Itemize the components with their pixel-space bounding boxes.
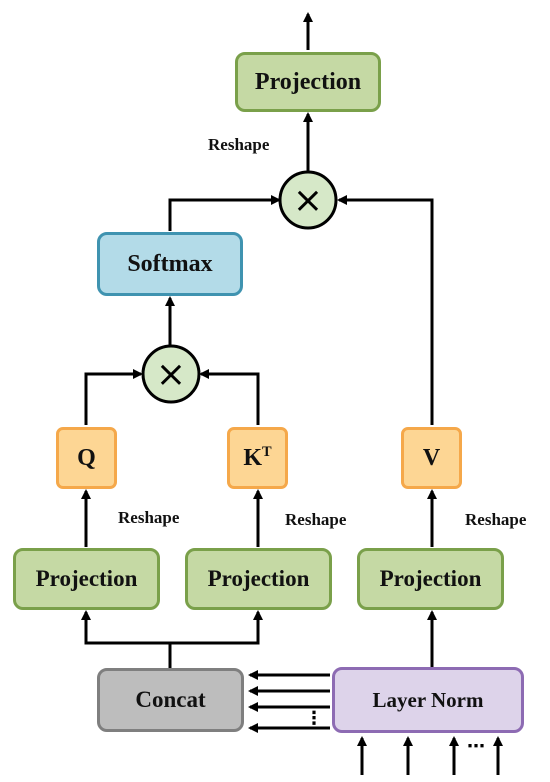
concat-dots: ⋮ [305, 708, 323, 729]
input-dots: ⋯ [467, 736, 485, 757]
projection-q-box: Projection [13, 548, 160, 610]
k-transpose-box: KT [227, 427, 288, 489]
concat-box: Concat [97, 668, 244, 732]
concat-label: Concat [135, 687, 206, 712]
softmax-box: Softmax [97, 232, 243, 296]
svg-text:×: × [156, 354, 186, 395]
projection-k-box: Projection [185, 548, 332, 610]
layer-norm-box: Layer Norm [332, 667, 524, 733]
projection-top-label: Projection [254, 68, 362, 95]
arrow-k-to-mult [199, 369, 260, 425]
v-label: V [422, 444, 441, 471]
arrow-q-to-mult [84, 369, 143, 425]
arrow-concat-to-proj-q [81, 610, 172, 670]
projection-v-label: Projection [379, 566, 482, 591]
projection-top-box: Projection [235, 52, 381, 112]
multiply-node-top: × [278, 170, 338, 230]
reshape-label-top: Reshape [208, 135, 270, 154]
v-box: V [401, 427, 462, 489]
reshape-label-q: Reshape [118, 508, 180, 527]
arrow-concat-to-proj-k [170, 610, 263, 645]
arrow-softmax-to-mult [168, 195, 281, 231]
softmax-label: Softmax [127, 250, 213, 277]
projection-k-label: Projection [207, 566, 310, 591]
q-box: Q [56, 427, 117, 489]
layer-norm-label: Layer Norm [372, 687, 484, 712]
projection-q-label: Projection [35, 566, 138, 591]
multiply-node-bottom: × [141, 344, 201, 404]
q-label: Q [77, 444, 96, 471]
k-superscript: T [262, 443, 272, 460]
projection-v-box: Projection [357, 548, 504, 610]
svg-text:×: × [293, 180, 323, 221]
arrow-v-to-mult [337, 195, 434, 425]
reshape-label-v: Reshape [465, 510, 527, 529]
reshape-label-k: Reshape [285, 510, 347, 529]
k-label: KT [243, 443, 272, 471]
